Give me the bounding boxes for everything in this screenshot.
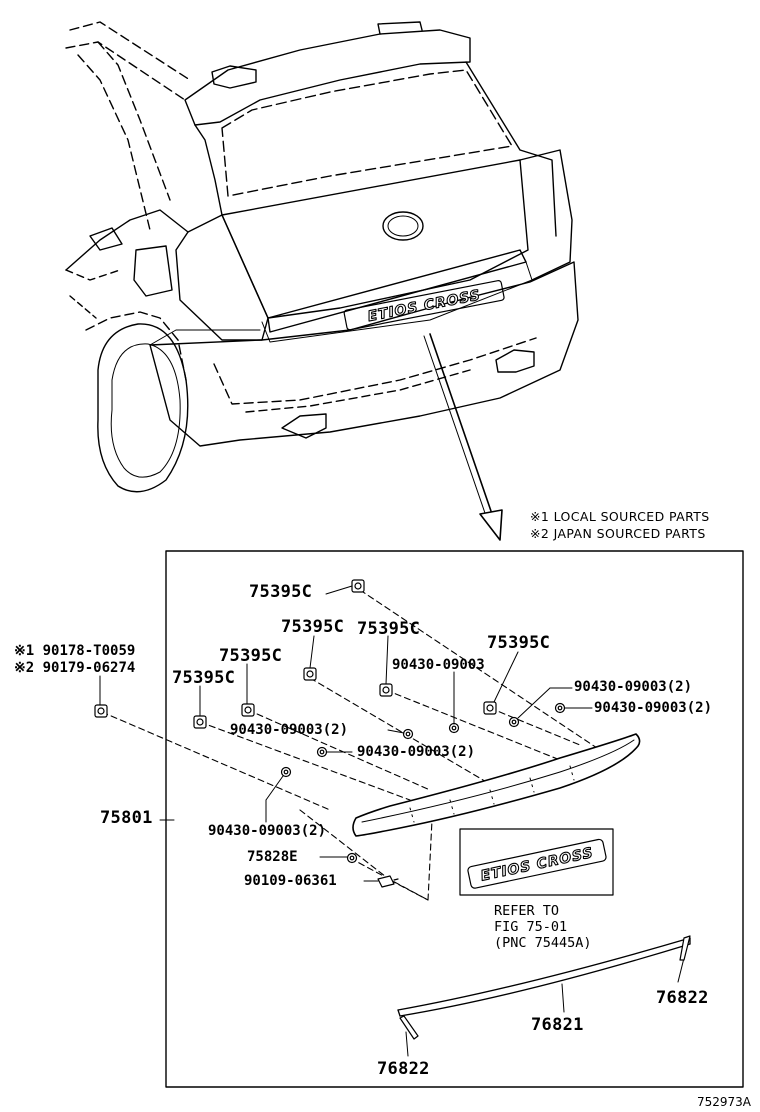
emblem-badge-text: ETIOS CROSS [479,845,595,885]
note-local-sourced: ※1 LOCAL SOURCED PARTS [530,509,710,524]
part-label-clip-1: 75395C [249,582,313,602]
clip-icon-3 [379,683,393,697]
part-label-nut-1: 90430-09003 [392,657,485,673]
part-label-nut-3: 90430-09003(2) [594,700,713,716]
emblem-reference-box [459,828,614,896]
reference-line-1: REFER TO [494,903,560,919]
note-japan-sourced: ※2 JAPAN SOURCED PARTS [530,526,706,541]
fasteners [94,579,566,888]
emblem-badge-outline: ETIOS CROSS [467,838,607,889]
vehicle-rear-illustration [65,21,579,541]
nut-icon-6 [280,766,292,778]
part-label-screw: 90109-06361 [244,873,337,889]
nut-icon-4 [402,728,414,740]
moulding-end-right-icon [679,935,691,961]
part-label-alt-local: ※1 90178-T0059 [14,643,136,659]
back-door-garnish [352,733,641,837]
part-label-moulding: 76821 [531,1015,584,1035]
part-label-nut-2: 90430-09003(2) [574,679,693,695]
part-label-clip-4: 75395C [487,633,551,653]
vehicle-badge-text: ETIOS CROSS [366,287,482,325]
part-label-garnish: 75801 [100,808,153,828]
figure-id: 752973A [697,1095,752,1109]
part-label-clip-5: 75395C [219,646,283,666]
clip-icon-6 [193,715,207,729]
clip-icon-5 [241,703,255,717]
part-label-clip-6: 75395C [172,668,236,688]
clip-icon-1 [351,579,365,593]
part-label-alt-japan: ※2 90179-06274 [14,660,136,676]
screw-icon [377,875,399,888]
part-label-pad: 75828E [247,849,298,865]
moulding-strip [397,937,691,1017]
part-label-moulding-end-right: 76822 [656,988,709,1008]
reference-line-3: (PNC 75445A) [494,935,592,951]
clip-icon-4 [483,701,497,715]
nut-icon-5 [316,746,328,758]
reference-line-2: FIG 75-01 [494,919,568,935]
part-label-nut-5: 90430-09003(2) [357,744,476,760]
detail-frame [165,550,744,1088]
label-leaders [99,585,685,1057]
clip-icon-2 [303,667,317,681]
part-label-nut-6: 90430-09003(2) [208,823,327,839]
moulding-end-left-icon [399,1015,419,1040]
part-label-nut-4: 90430-09003(2) [230,722,349,738]
part-label-moulding-end-left: 76822 [377,1059,430,1079]
nut-icon-3 [554,702,566,714]
part-label-clip-3: 75395C [357,619,421,639]
nut-icon-1 [448,722,460,734]
alt-clip-icon [94,704,108,718]
nut-icon-2 [508,716,520,728]
part-label-clip-2: 75395C [281,617,345,637]
pad-icon [346,852,358,864]
